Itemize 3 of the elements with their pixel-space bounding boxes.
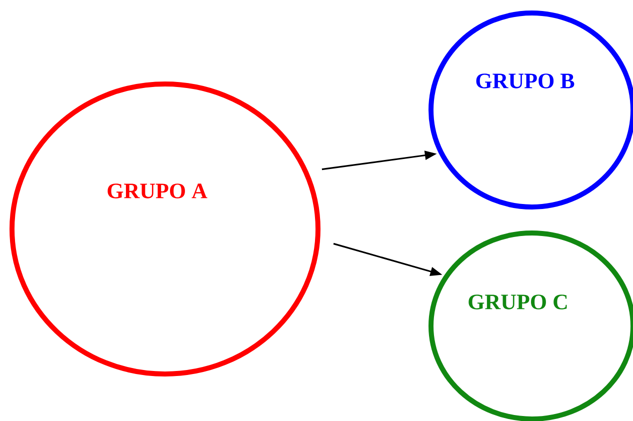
circle-label: GRUPO C <box>468 294 567 310</box>
circle-label: GRUPO B <box>476 74 574 88</box>
circle-label: GRUPO A <box>108 184 208 198</box>
